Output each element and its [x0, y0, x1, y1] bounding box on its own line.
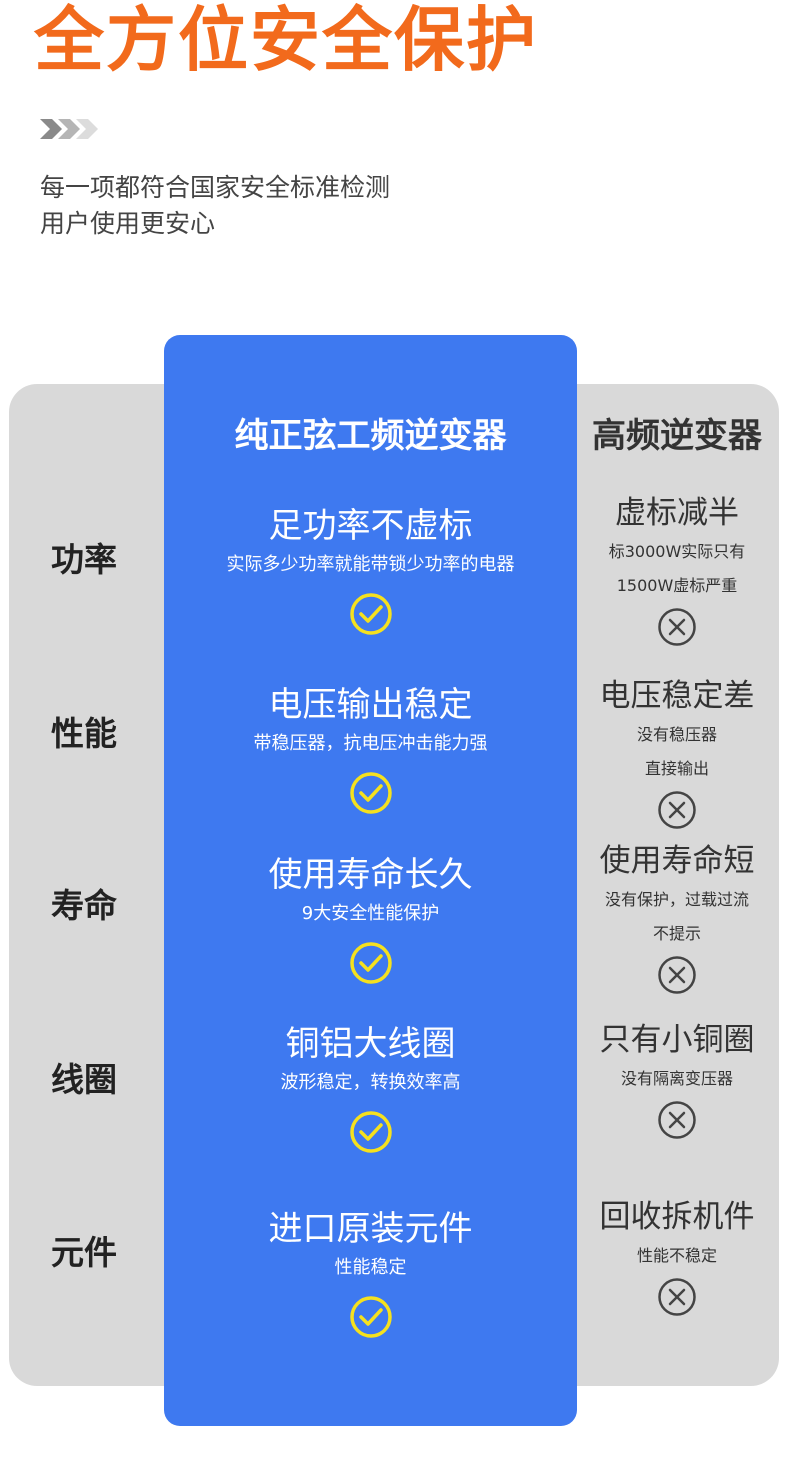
- pure-cell-components: 进口原装元件 性能稳定: [164, 1207, 577, 1339]
- high-cell-lifespan: 使用寿命短 没有保护，过载过流 不提示: [577, 841, 777, 995]
- check-circle-icon: [349, 1111, 392, 1153]
- high-cell-title: 使用寿命短: [599, 843, 755, 879]
- high-cell-desc: 1500W虚标严重: [616, 576, 738, 595]
- check-circle-icon: [349, 593, 392, 635]
- pure-cell-coil: 铜铝大线圈 波形稳定，转换效率高: [164, 1022, 577, 1154]
- high-cell-desc: 直接输出: [644, 759, 709, 778]
- cross-circle-icon: [658, 956, 696, 994]
- pure-cell-title: 足功率不虚标: [268, 506, 473, 546]
- pure-cell-desc: 9大安全性能保护: [301, 903, 440, 924]
- pure-cell-title: 铜铝大线圈: [285, 1024, 456, 1064]
- pure-cell-title: 使用寿命长久: [268, 855, 473, 895]
- high-cell-desc: 没有稳压器: [636, 725, 717, 744]
- row-label-coil: 线圈: [51, 1060, 117, 1099]
- high-cell-coil: 只有小铜圈 没有隔离变压器: [577, 1020, 777, 1140]
- high-cell-components: 回收拆机件 性能不稳定: [577, 1197, 777, 1317]
- pure-cell-desc: 实际多少功率就能带锁少功率的电器: [226, 554, 515, 575]
- subtitle: 每一项都符合国家安全标准检测 用户使用更安心: [40, 170, 390, 242]
- high-cell-title: 虚标减半: [615, 495, 739, 531]
- high-frequency-header: 高频逆变器: [592, 416, 762, 456]
- high-cell-power: 虚标减半 标3000W实际只有 1500W虚标严重: [577, 493, 777, 647]
- row-label-lifespan: 寿命: [51, 886, 117, 925]
- page-title: 全方位安全保护: [34, 0, 538, 81]
- pure-cell-title: 电压输出稳定: [268, 685, 473, 725]
- high-cell-desc: 标3000W实际只有: [608, 542, 746, 561]
- pure-cell-performance: 电压输出稳定 带稳压器，抗电压冲击能力强: [164, 683, 577, 815]
- pure-sine-header: 纯正弦工频逆变器: [234, 416, 507, 456]
- pure-cell-desc: 带稳压器，抗电压冲击能力强: [253, 733, 488, 754]
- row-label-power: 功率: [51, 540, 117, 579]
- cross-circle-icon: [658, 1278, 696, 1316]
- high-cell-performance: 电压稳定差 没有稳压器 直接输出: [577, 676, 777, 830]
- pure-cell-power: 足功率不虚标 实际多少功率就能带锁少功率的电器: [164, 504, 577, 636]
- check-circle-icon: [349, 942, 392, 984]
- check-circle-icon: [349, 1296, 392, 1338]
- cross-circle-icon: [658, 608, 696, 646]
- high-cell-desc: 没有隔离变压器: [620, 1069, 733, 1088]
- high-cell-desc: 不提示: [652, 924, 701, 943]
- cross-circle-icon: [658, 791, 696, 829]
- pure-cell-desc: 波形稳定，转换效率高: [280, 1072, 461, 1093]
- comparison-blue-panel: [164, 335, 577, 1426]
- high-cell-title: 回收拆机件: [599, 1199, 755, 1235]
- check-circle-icon: [349, 772, 392, 814]
- high-cell-title: 只有小铜圈: [599, 1022, 755, 1058]
- pure-cell-desc: 性能稳定: [334, 1257, 407, 1278]
- high-cell-title: 电压稳定差: [599, 678, 755, 714]
- row-label-performance: 性能: [51, 714, 117, 753]
- cross-circle-icon: [658, 1101, 696, 1139]
- chevron-arrows-icon: [40, 119, 98, 139]
- row-label-components: 元件: [51, 1233, 117, 1272]
- pure-cell-lifespan: 使用寿命长久 9大安全性能保护: [164, 853, 577, 985]
- high-cell-desc: 性能不稳定: [636, 1246, 717, 1265]
- pure-cell-title: 进口原装元件: [268, 1209, 473, 1249]
- subtitle-line: 用户使用更安心: [40, 209, 216, 238]
- high-cell-desc: 没有保护，过载过流: [604, 890, 749, 909]
- subtitle-line: 每一项都符合国家安全标准检测: [40, 173, 391, 202]
